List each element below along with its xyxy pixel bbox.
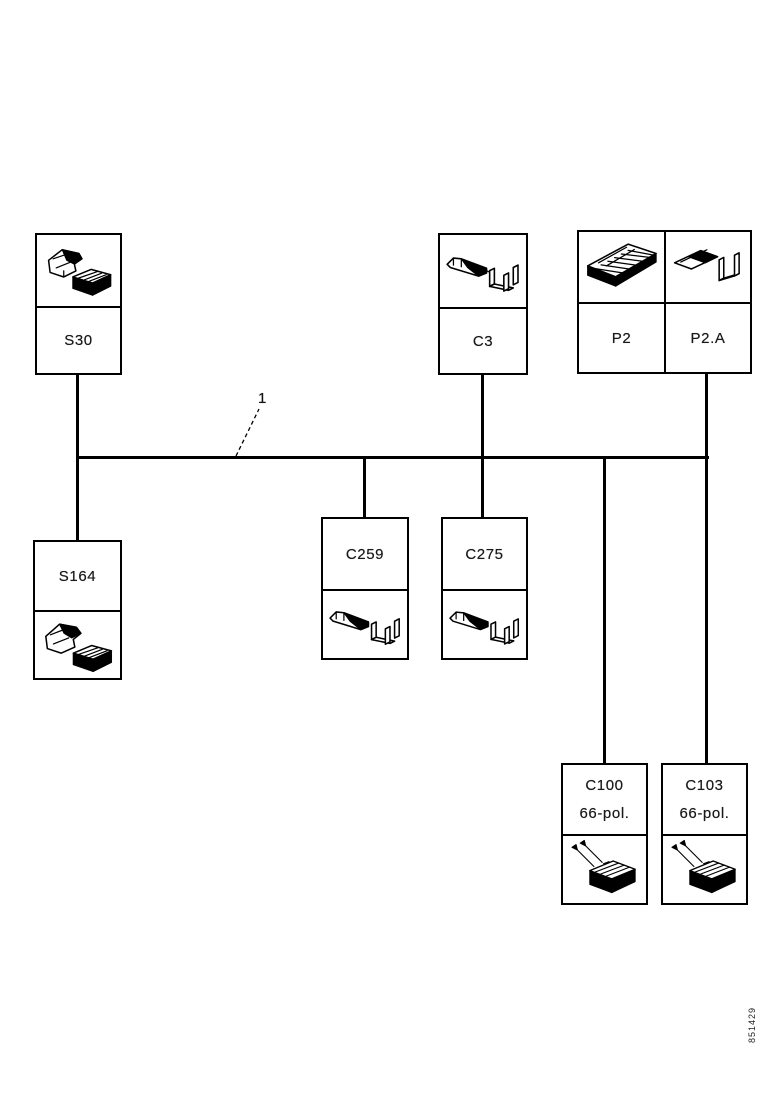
c103-label-cell: C103 66-pol.: [663, 765, 746, 836]
p2a-label: P2.A: [690, 329, 726, 347]
connector-box-c3: C3: [438, 233, 528, 375]
callout-1-label: 1: [258, 390, 267, 407]
p2-label: P2: [611, 329, 632, 347]
connector-housing-pair-icon: [35, 612, 120, 678]
drop-line-s30-s164: [76, 375, 79, 542]
drop-line-c259: [363, 457, 366, 519]
connector-box-c103: C103 66-pol.: [661, 763, 748, 905]
flat-pin-terminal-icon: [443, 591, 526, 658]
c275-label-cell: C275: [443, 519, 526, 591]
connector-with-leads-icon: [563, 836, 646, 903]
flat-pin-terminal-icon: [323, 591, 407, 658]
connector-box-s30: S30: [35, 233, 122, 375]
callout-1-leader-line: [235, 408, 260, 457]
s164-label-cell: S164: [35, 542, 120, 612]
c100-sublabel: 66-pol.: [579, 805, 630, 823]
c259-label-cell: C259: [323, 519, 407, 591]
s164-label: S164: [58, 567, 97, 585]
drop-line-c3-c275: [481, 375, 484, 519]
connector-box-s164: S164: [33, 540, 122, 680]
connector-box-c100: C100 66-pol.: [561, 763, 648, 905]
figure-number: 851429: [747, 1006, 758, 1044]
connector-box-c275: C275: [441, 517, 528, 660]
p2-label-cell: P2: [579, 304, 666, 372]
connector-housing-pair-icon: [37, 235, 120, 308]
c103-label: C103: [685, 776, 724, 794]
p2a-label-cell: P2.A: [666, 304, 750, 372]
c275-label: C275: [465, 545, 504, 563]
c259-label: C259: [345, 545, 385, 563]
drop-line-p2a-c103: [705, 374, 708, 765]
harness-bus-line: [77, 456, 709, 459]
connector-box-p2-p2a: P2 P2.A: [577, 230, 752, 374]
s30-label-cell: S30: [37, 308, 120, 373]
c100-label: C100: [585, 776, 624, 794]
c100-label-cell: C100 66-pol.: [563, 765, 646, 836]
connector-box-c259: C259: [321, 517, 409, 660]
s30-label: S30: [64, 332, 93, 349]
bracket-terminal-icon: [666, 232, 750, 304]
drop-line-c100: [603, 457, 606, 765]
c3-label-cell: C3: [440, 309, 526, 373]
c3-label: C3: [472, 332, 494, 350]
flat-pin-terminal-icon: [440, 235, 526, 309]
connector-with-leads-icon: [663, 836, 746, 903]
c103-sublabel: 66-pol.: [679, 805, 730, 823]
pin-strip-connector-icon: [579, 232, 666, 304]
